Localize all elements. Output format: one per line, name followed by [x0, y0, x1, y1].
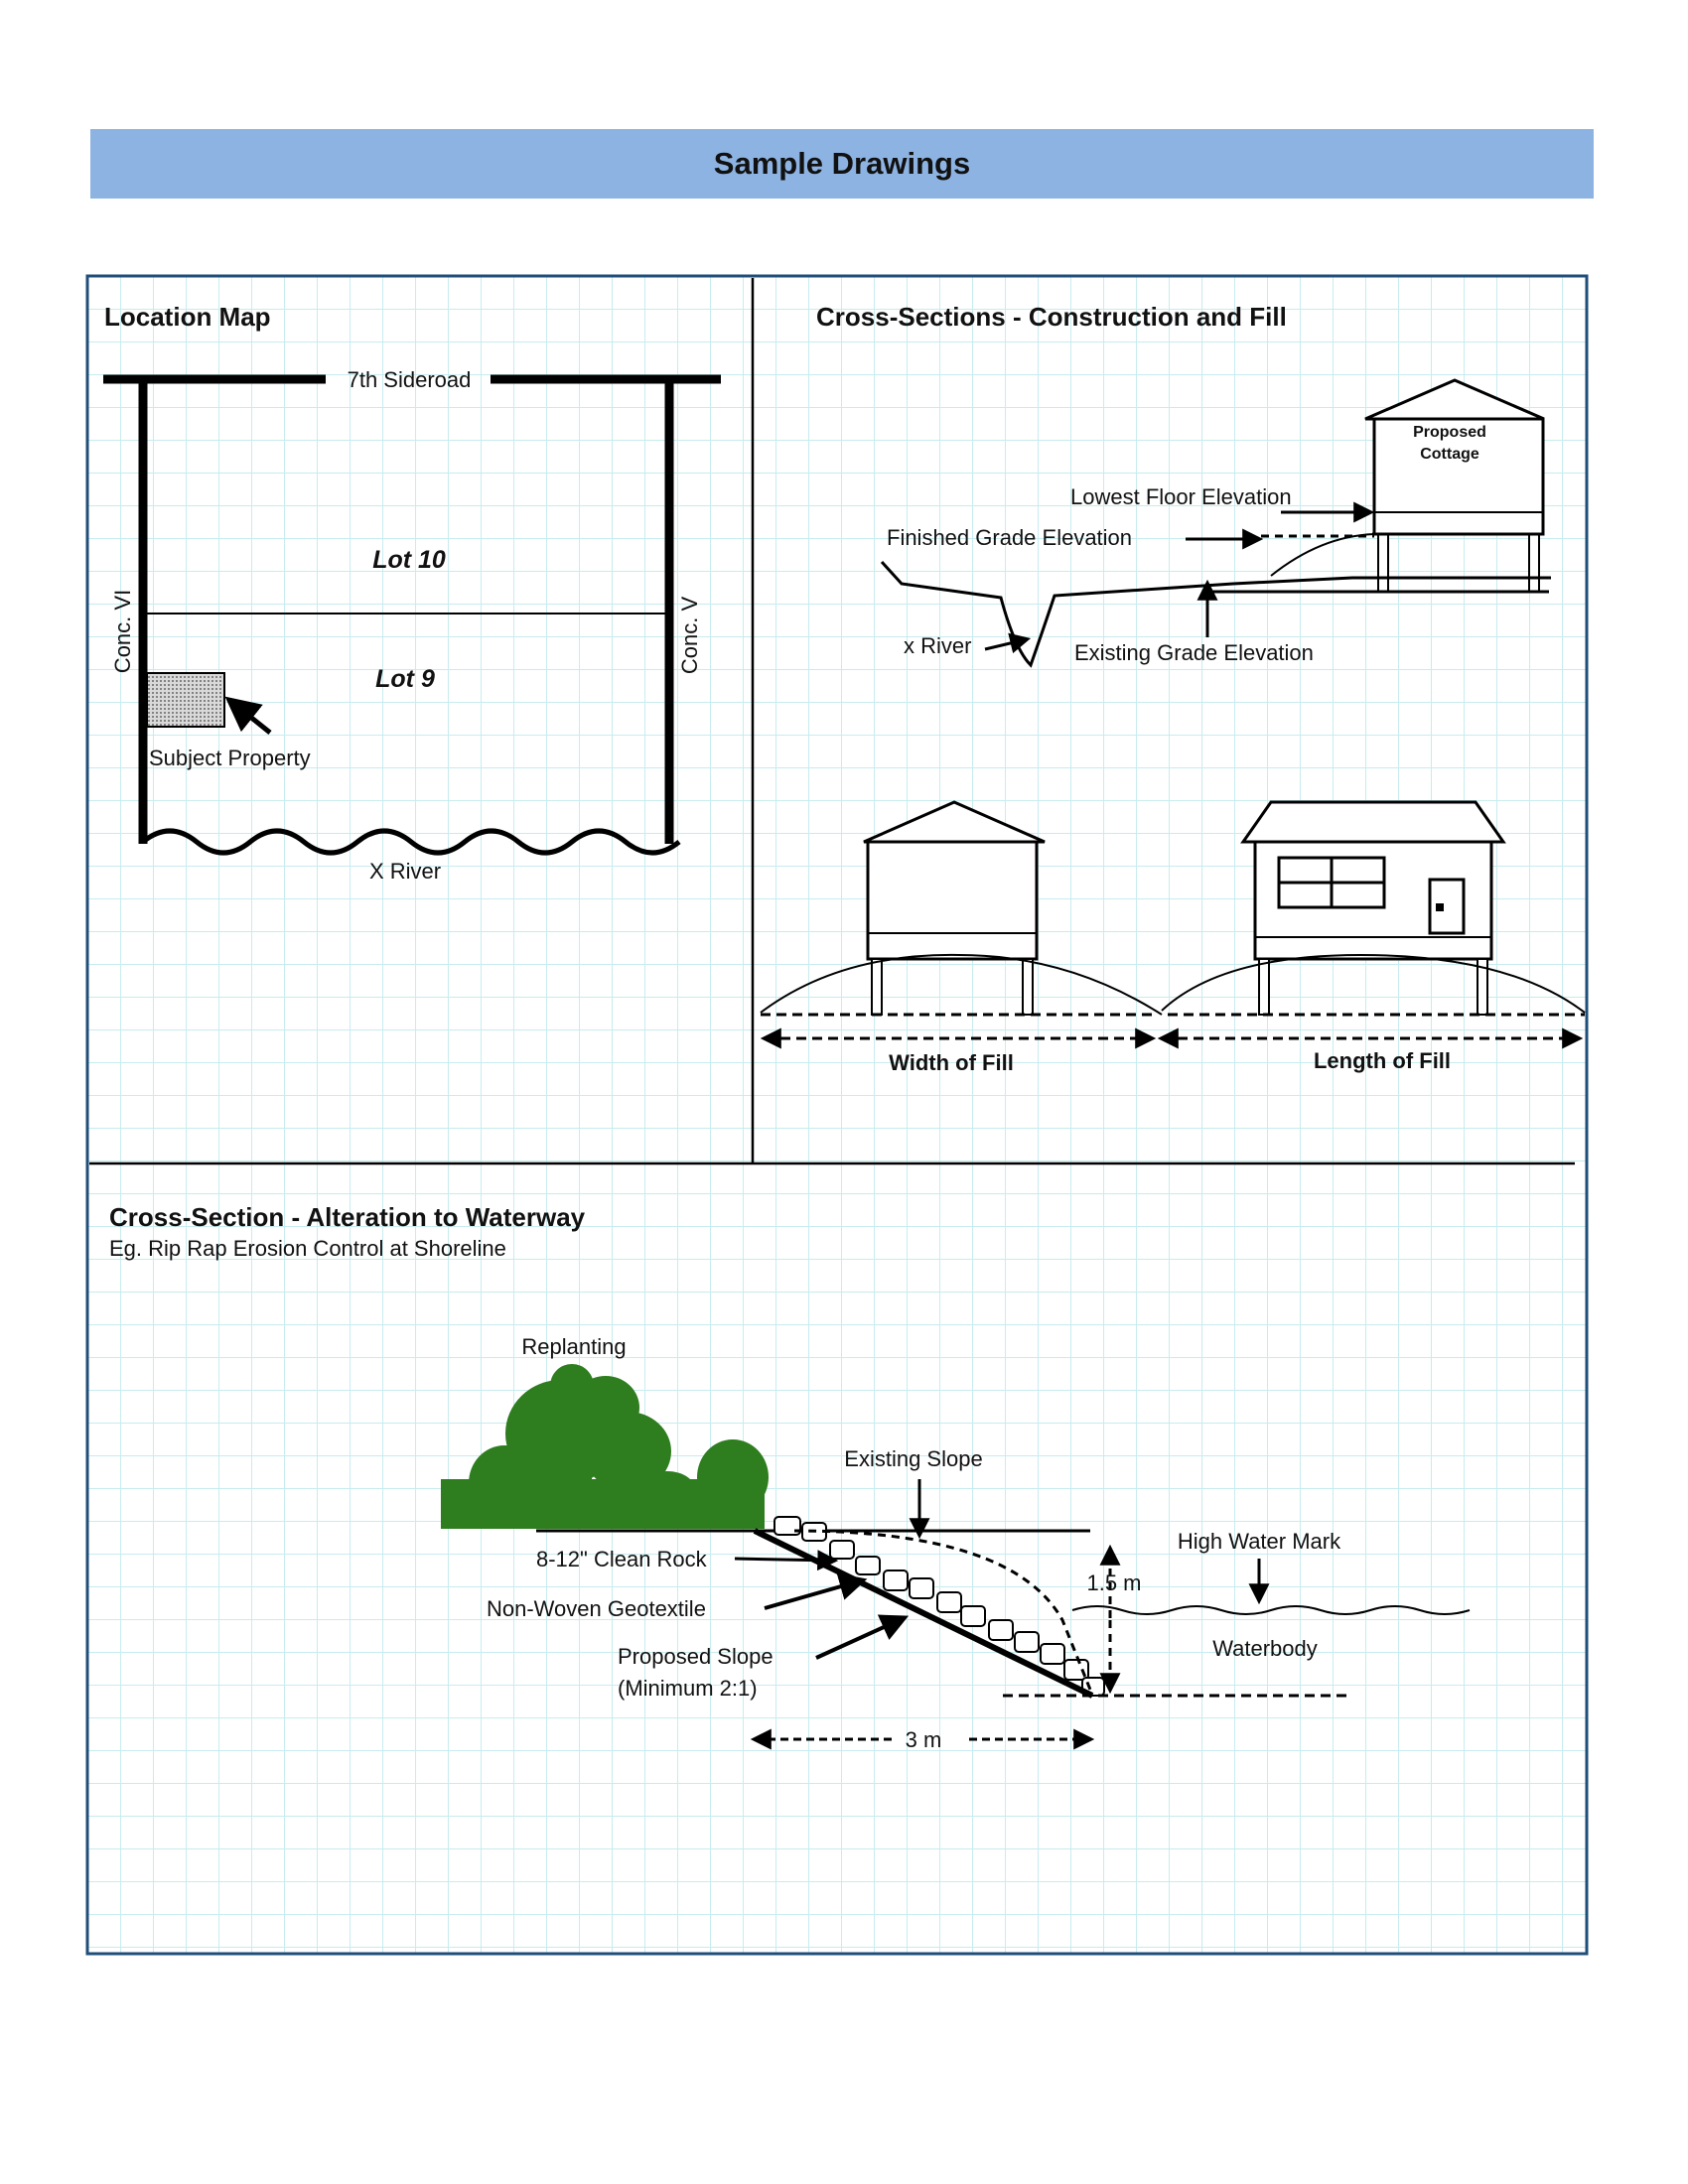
waterway-panel: Cross-Section - Alteration to Waterway E…: [109, 1202, 1471, 1752]
waterbody-label: Waterbody: [1212, 1636, 1318, 1661]
location-map-panel: Location Map 7th Sideroad Lot 10 Lot 9 C…: [103, 302, 721, 884]
conc-vi-label: Conc. VI: [110, 590, 135, 673]
width-of-fill-label: Width of Fill: [889, 1050, 1014, 1075]
geotextile-label: Non-Woven Geotextile: [487, 1596, 706, 1621]
lot-9-label: Lot 9: [375, 665, 435, 693]
proposed-slope-line: [753, 1528, 1094, 1699]
existing-slope-line: [793, 1529, 1092, 1691]
length-of-fill-label: Length of Fill: [1314, 1048, 1451, 1073]
proposed-slope-minimum-label: (Minimum 2:1): [618, 1676, 758, 1701]
height-label: 1.5 m: [1086, 1570, 1141, 1595]
lot-10-label: Lot 10: [372, 546, 446, 574]
waterway-title: Cross-Section - Alteration to Waterway: [109, 1202, 586, 1232]
subject-property-parcel: [146, 672, 225, 728]
river-wave: [141, 828, 681, 856]
finished-grade-label: Finished Grade Elevation: [887, 525, 1132, 550]
high-water-label: High Water Mark: [1178, 1529, 1341, 1554]
river-label: X River: [369, 859, 441, 884]
road-label: 7th Sideroad: [348, 367, 472, 392]
existing-grade-line: [880, 560, 1551, 668]
page-title: Sample Drawings: [713, 146, 971, 181]
water-surface: [1071, 1605, 1471, 1615]
clean-rock-label: 8-12" Clean Rock: [536, 1547, 708, 1571]
replanting-label: Replanting: [521, 1334, 626, 1359]
conc-v-label: Conc. V: [677, 597, 702, 675]
location-map-title: Location Map: [104, 302, 271, 332]
page-header: Sample Drawings: [90, 129, 1594, 199]
proposed-slope-label: Proposed Slope: [618, 1644, 774, 1669]
waterway-subtitle: Eg. Rip Rap Erosion Control at Shoreline: [109, 1236, 506, 1261]
vegetation: [441, 1364, 769, 1529]
subject-property-label: Subject Property: [149, 746, 311, 770]
width-label: 3 m: [906, 1727, 942, 1752]
cottage-label-line2: Cottage: [1420, 446, 1479, 463]
x-river-label: x River: [904, 633, 971, 658]
house-width-of-fill: [760, 800, 1163, 1017]
cottage-label-line1: Proposed: [1413, 424, 1486, 441]
proposed-cottage: Proposed Cottage: [1362, 378, 1549, 594]
existing-slope-label: Existing Slope: [844, 1446, 982, 1471]
drawing-frame: [85, 274, 1589, 1956]
lowest-floor-label: Lowest Floor Elevation: [1070, 484, 1292, 509]
cross-sections-fill-panel: Cross-Sections - Construction and Fill P…: [760, 302, 1586, 1075]
existing-grade-label: Existing Grade Elevation: [1074, 640, 1314, 665]
cross-sections-title: Cross-Sections - Construction and Fill: [816, 302, 1287, 332]
house-length-of-fill: [1161, 800, 1586, 1017]
